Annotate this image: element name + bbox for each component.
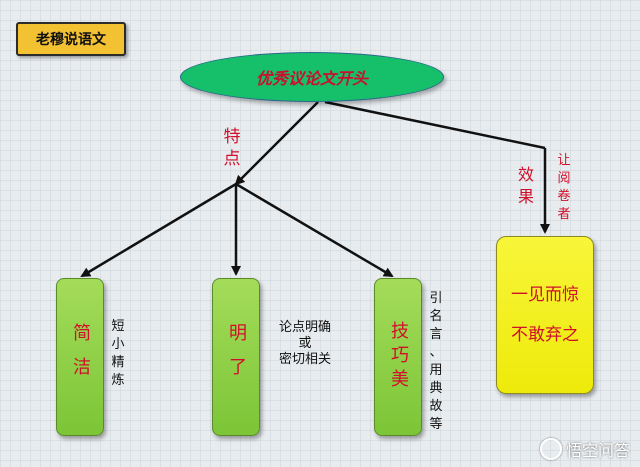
edge-label-features: 特 点 — [223, 127, 241, 169]
edge-label-effect-target: 让 阅 卷 者 — [557, 153, 571, 222]
root-node: 优秀议论文开头 — [180, 52, 444, 102]
effect-line-2: 不敢弃之 — [511, 325, 579, 345]
feature-box-mingliao: 明了 — [212, 278, 260, 436]
edge-label-effect: 效 果 — [517, 165, 534, 206]
watermark-logo-icon — [539, 438, 562, 460]
edge-hub-to-jianjie — [80, 182, 237, 278]
feature-label-mingliao: 明了 — [226, 323, 247, 391]
edge-root-to-effect — [324, 100, 546, 150]
feature-note-jianjie: 短 小 精 炼 — [111, 319, 125, 388]
feature-label-jiqiaomei: 技巧美 — [388, 321, 409, 393]
badge-label: 老穆说语文 — [36, 32, 106, 48]
feature-note-jiqiaomei: 引 名 言 、 用 典 故 等 — [429, 291, 443, 432]
root-label: 优秀议论文开头 — [255, 69, 368, 88]
watermark-text: 悟空问答 — [565, 441, 630, 460]
effect-line-1: 一见而惊 — [511, 285, 579, 305]
feature-label-jianjie: 简洁 — [70, 323, 91, 391]
feature-box-jiqiaomei: 技巧美 — [374, 278, 422, 436]
edge-hub-to-jiqiao — [235, 182, 394, 278]
feature-box-jianjie: 简洁 — [56, 278, 104, 436]
edge-root-to-hub — [234, 101, 319, 186]
feature-note-mingliao: 论点明确 或 密切相关 — [278, 320, 331, 367]
title-badge: 老穆说语文 — [16, 22, 126, 56]
effect-box: 一见而惊 不敢弃之 — [496, 236, 594, 394]
watermark: 悟空问答 — [539, 437, 630, 461]
